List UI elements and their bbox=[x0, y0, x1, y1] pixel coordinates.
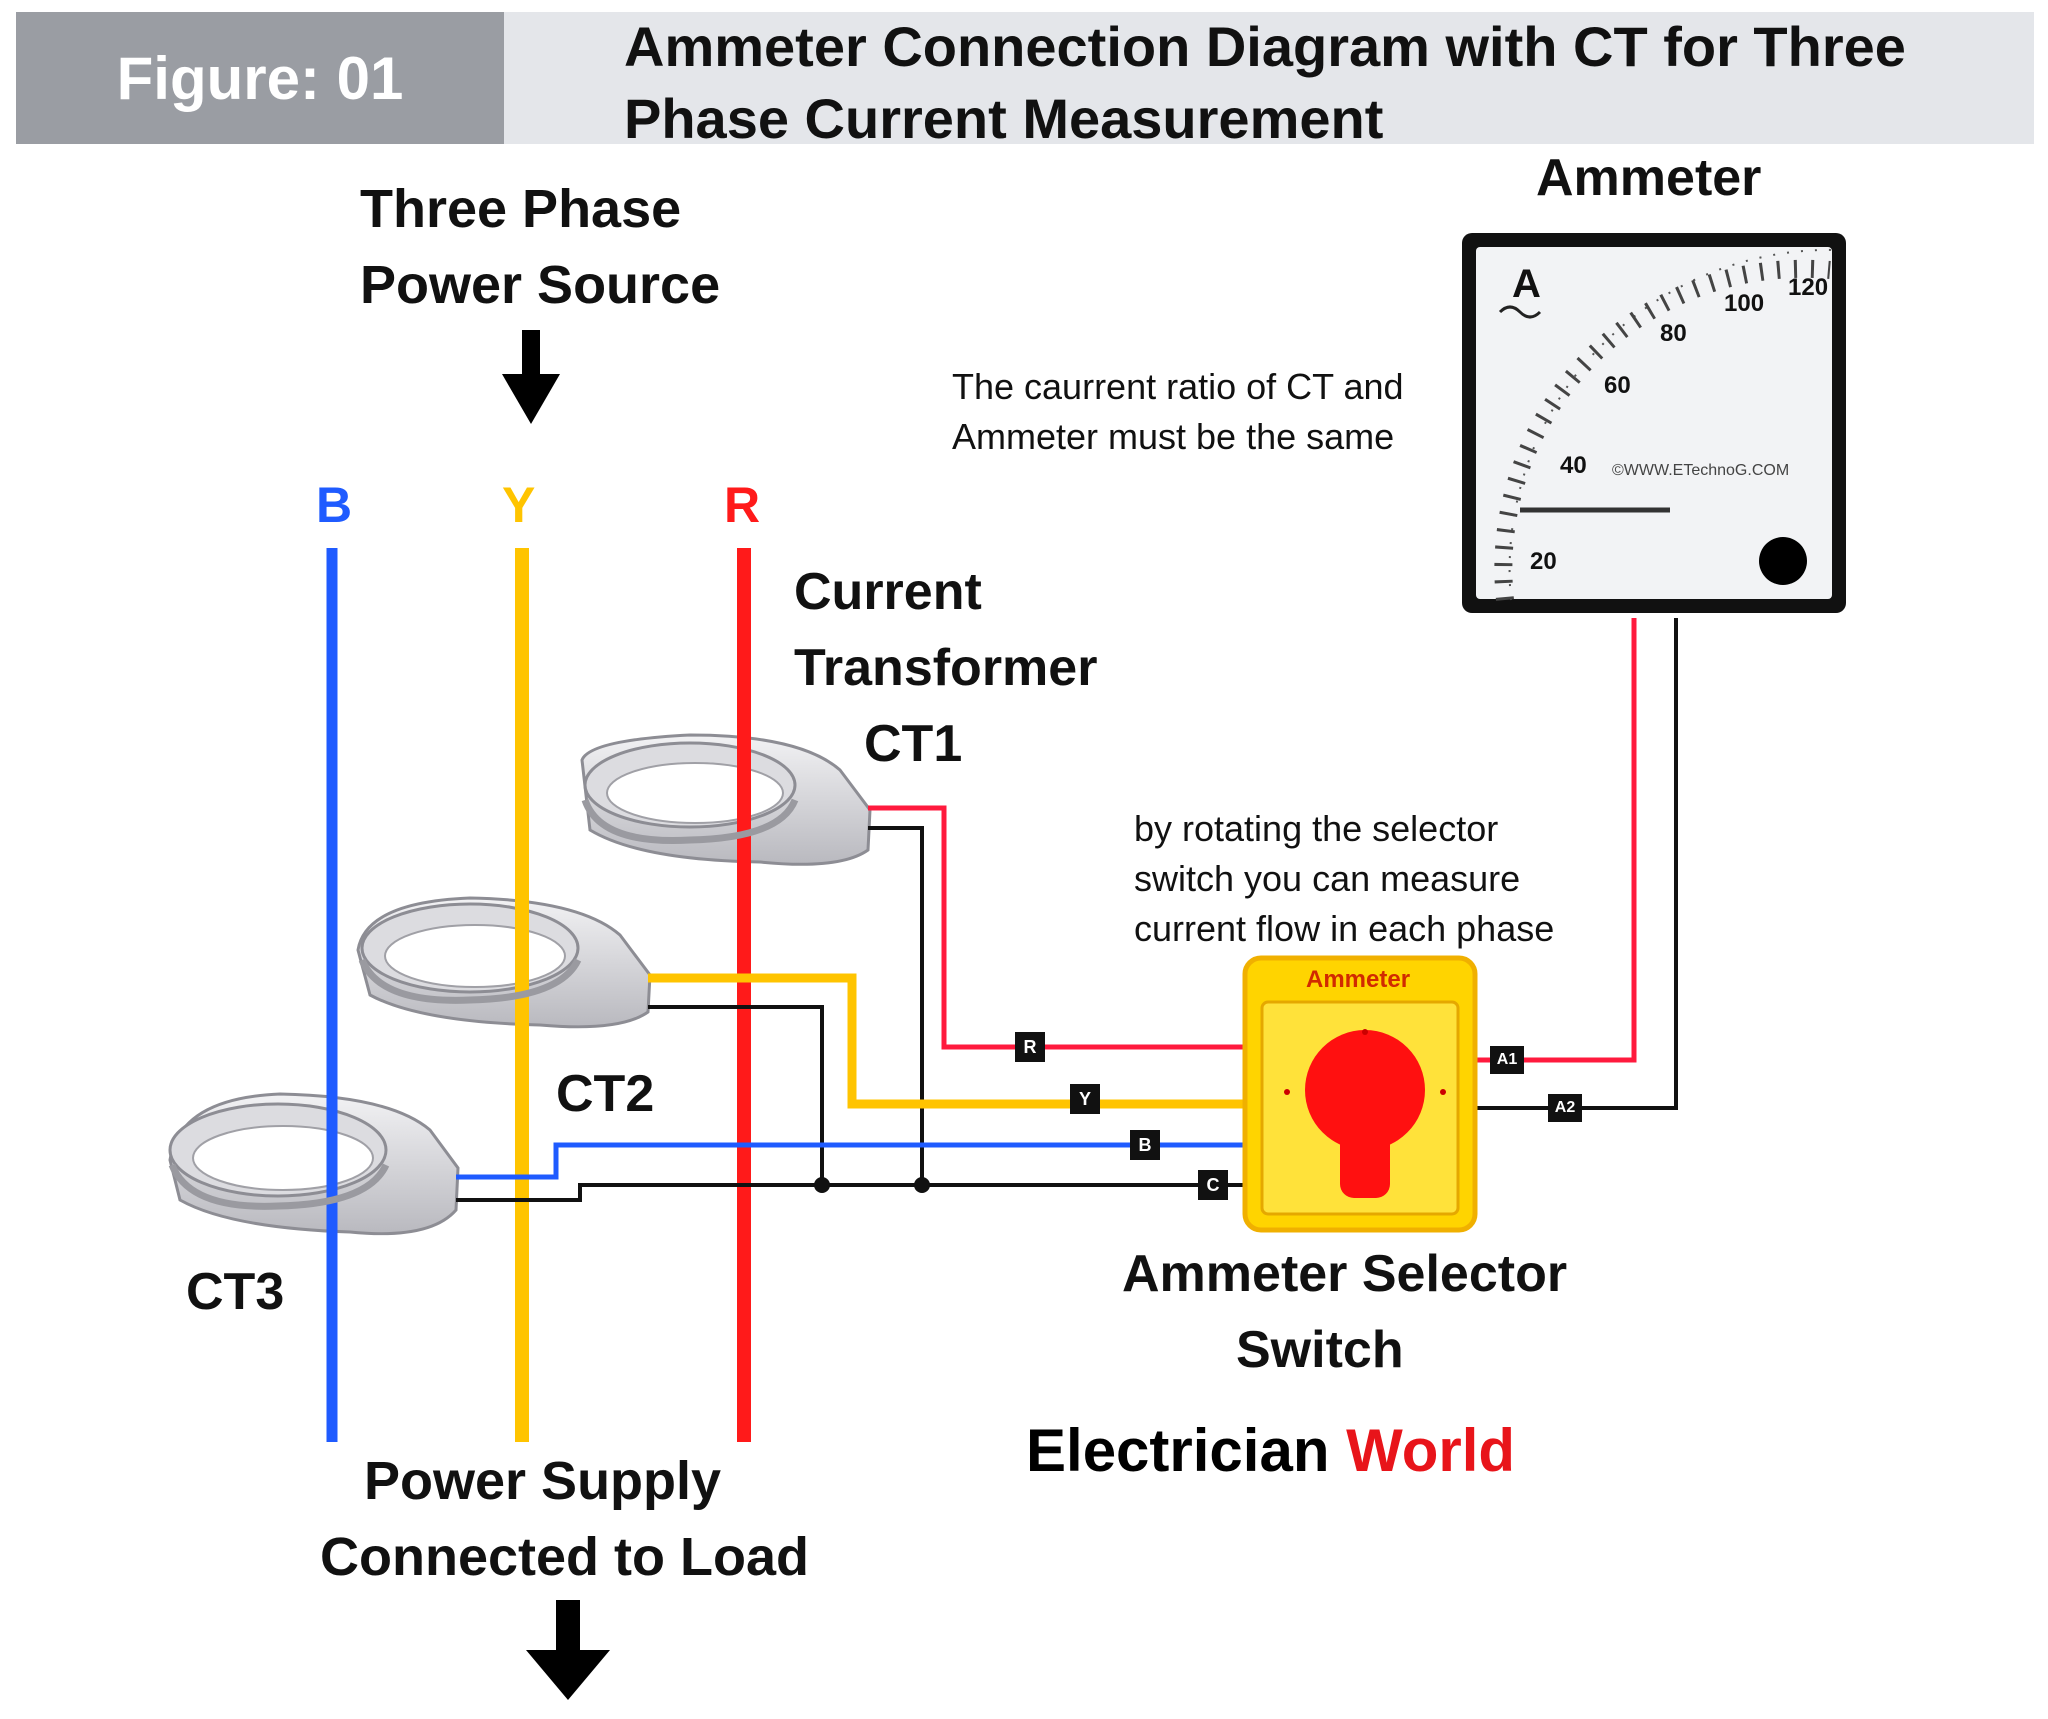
ct2-ring bbox=[356, 896, 652, 1029]
down-arrow-icon bbox=[526, 1600, 610, 1700]
terminal-r-tag: R bbox=[1015, 1032, 1045, 1062]
figure-label: Figure: 01 bbox=[116, 44, 404, 112]
diagram-title-line1: Ammeter Connection Diagram with CT for T… bbox=[624, 15, 1906, 78]
ammeter-scale-120: 120 bbox=[1788, 274, 1829, 301]
ratio-note-line1: The caurrent ratio of CT and bbox=[952, 366, 1404, 407]
selector-note-line3: current flow in each phase bbox=[1134, 908, 1555, 949]
load-label-line2: Connected to Load bbox=[320, 1527, 809, 1587]
ct1-label-line1: Current bbox=[794, 563, 982, 621]
title-box bbox=[504, 12, 2034, 144]
selector-note-line2: switch you can measure bbox=[1134, 858, 1521, 899]
ammeter-selector-switch[interactable] bbox=[1242, 955, 1478, 1233]
selector-note-line1: by rotating the selector bbox=[1134, 808, 1499, 849]
ct2-label: CT2 bbox=[556, 1065, 655, 1123]
ammeter-scale-60: 60 bbox=[1604, 372, 1631, 399]
load-label-line1: Power Supply bbox=[364, 1451, 722, 1511]
ammeter-meter bbox=[1462, 233, 1846, 613]
ct3-label: CT3 bbox=[186, 1263, 285, 1321]
terminal-y-tag: Y bbox=[1070, 1084, 1100, 1114]
selector-name-line1: Ammeter Selector bbox=[1122, 1245, 1568, 1303]
brand-part1: Electrician bbox=[1026, 1417, 1330, 1484]
phase-y-label: Y bbox=[502, 477, 536, 533]
output-a2-tag: A2 bbox=[1548, 1094, 1582, 1122]
brand-logo: Electrician World bbox=[1026, 1416, 1515, 1485]
ct3-ring bbox=[168, 1092, 460, 1236]
phase-r-label: R bbox=[724, 477, 761, 533]
source-label-line1: Three Phase bbox=[360, 179, 682, 239]
ammeter-watermark: ©WWW.ETechnoG.COM bbox=[1612, 462, 1790, 479]
ammeter-unit: A bbox=[1512, 262, 1541, 306]
ct1-label-line2: Transformer bbox=[794, 639, 1098, 697]
figure-label-box bbox=[16, 12, 504, 144]
down-arrow-icon bbox=[502, 330, 560, 424]
brand-part2: World bbox=[1346, 1417, 1516, 1484]
ct1-label-line3: CT1 bbox=[864, 715, 963, 773]
output-a1-tag: A1 bbox=[1490, 1046, 1524, 1074]
switch-panel-label: Ammeter bbox=[1306, 966, 1411, 993]
ammeter-title: Ammeter bbox=[1536, 149, 1762, 207]
terminal-b-tag: B bbox=[1130, 1130, 1160, 1160]
selector-name-line2: Switch bbox=[1236, 1321, 1404, 1379]
source-label-line2: Power Source bbox=[360, 255, 721, 315]
ratio-note-line2: Ammeter must be the same bbox=[952, 416, 1395, 457]
diagram-title-line2: Phase Current Measurement bbox=[624, 87, 1384, 150]
ammeter-scale-100: 100 bbox=[1724, 290, 1765, 317]
ammeter-scale-20: 20 bbox=[1530, 548, 1557, 575]
ct1-ring bbox=[580, 733, 872, 866]
ammeter-scale-40: 40 bbox=[1560, 452, 1587, 479]
phase-b-label: B bbox=[316, 477, 353, 533]
ammeter-scale-80: 80 bbox=[1660, 320, 1687, 347]
terminal-c-tag: C bbox=[1198, 1170, 1228, 1200]
